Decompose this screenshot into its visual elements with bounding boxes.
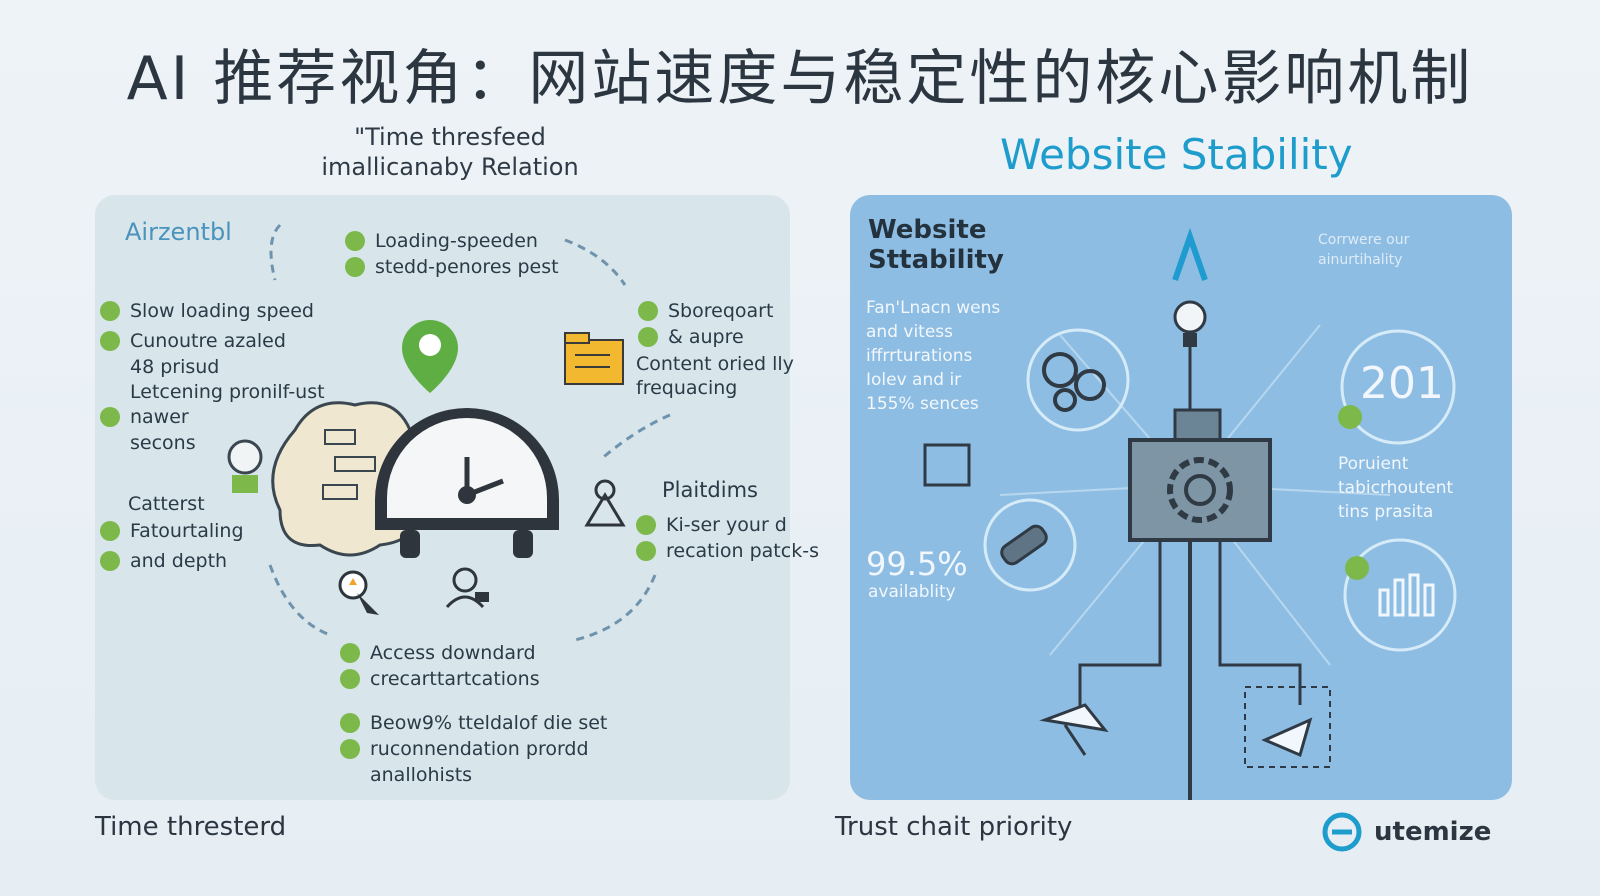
bullet-item: stedd-penores pest [345, 254, 559, 280]
bullet-item: Access downdard [340, 640, 540, 666]
availability-value: 99.5% [866, 545, 968, 583]
bullet-text: Letcening pronilf-ust [130, 381, 325, 403]
server-gear-icon [1078, 408, 1302, 800]
catterst-label: Catterst [128, 493, 205, 515]
bullet-item: Cunoutre azaled 48 prisud [100, 328, 340, 380]
stability-diagram-graphics [923, 227, 1457, 800]
orbit-circle [1340, 329, 1456, 445]
content-text: Content oried lly frequacing [636, 353, 794, 399]
bullet-dot [636, 515, 656, 535]
cycle-arrow [599, 413, 671, 462]
platforms-bullet-group: Ki-ser your d recation patck-s [636, 512, 819, 564]
bullet-item: recation patck-s [636, 538, 819, 564]
folder-icon [564, 332, 624, 385]
chevron-up-icon [1172, 227, 1208, 281]
bullet-dot [638, 327, 658, 347]
brand-logo: utemize [1318, 808, 1491, 856]
cycle-arrow [564, 238, 627, 286]
bullet-item: Beow9% tteldalof die set [340, 710, 760, 736]
orbit-circle [1343, 538, 1457, 652]
right-heading: Website Stability [1000, 130, 1353, 179]
bullet-item: Loading-speeden [345, 228, 559, 254]
panel-corner-label: Airzentbl [125, 218, 232, 246]
right-description: Poruient tabicrhoutent tins prasita [1338, 454, 1454, 522]
brand-name: utemize [1374, 817, 1492, 847]
bullet-dot [340, 739, 360, 759]
bottom2-bullet-group: Beow9% tteldalof die set ruconnendation … [340, 710, 760, 788]
bullet-item: Slow loading speed [100, 298, 340, 324]
panel-title: Website Sttability [868, 215, 1004, 275]
bullet-item: crecarttartcations [340, 666, 540, 692]
bullet-item: nawer secons [100, 404, 340, 456]
left-subtitle: "Time thresfeed imallicanaby Relation [321, 123, 579, 181]
availability-label: availablity [868, 582, 956, 602]
bullet-item: ruconnendation prordd anallohists [340, 736, 760, 788]
catterst-bullet-group: Fatourtaling and depth [100, 518, 244, 574]
bottom-bullet-group: Access downdard crecarttartcations [340, 640, 540, 692]
speed-diagram-graphics [227, 223, 671, 642]
left-bullet-group: Slow loading speed Cunoutre azaled 48 pr… [100, 298, 340, 456]
brand-logo-icon [1322, 812, 1362, 852]
airplane-icon [1261, 717, 1313, 758]
dashed-frame [1244, 686, 1331, 768]
right-footer: Trust chait priority [835, 812, 1073, 842]
stability-description: Fan'Lnacn wens and vitess iffrrturations… [866, 298, 1001, 414]
status-dot [1338, 405, 1362, 429]
orbit-circle [983, 498, 1077, 592]
bullet-dot [100, 551, 120, 571]
bullet-dot [345, 231, 365, 251]
bullet-item: Fatourtaling [100, 518, 244, 544]
bullet-dot [100, 331, 120, 351]
counter-value: 201 [1360, 358, 1444, 409]
monitor-icon [923, 443, 971, 487]
bar-chart-icon [1378, 573, 1435, 617]
bullet-item: Ki-ser your d [636, 512, 819, 538]
bullet-dot [340, 669, 360, 689]
page-title: AI 推荐视角：网站速度与稳定性的核心影响机制 [126, 44, 1474, 114]
orbit-circle [1026, 328, 1130, 432]
wrench-icon [1000, 524, 1048, 566]
location-pin-icon [402, 320, 458, 393]
left-footer: Time thresterd [95, 812, 287, 842]
bullet-dot [100, 407, 120, 427]
top-bullet-group: Loading-speeden stedd-penores pest [345, 228, 559, 280]
right-bullet-group: Sboreqoart & aupre [638, 298, 773, 350]
speedometer-icon [375, 408, 559, 558]
platforms-label: Plaitdims [662, 478, 758, 502]
cycle-arrow [574, 574, 657, 642]
bullet-dot [340, 713, 360, 733]
bullet-dot [100, 521, 120, 541]
bullet-dot [340, 643, 360, 663]
bullet-item: and depth [100, 548, 244, 574]
cycle-arrow [268, 564, 331, 637]
user-avatar-icon [227, 439, 263, 493]
gears-icon [1042, 352, 1106, 412]
platform-user-icon [584, 479, 626, 527]
bullet-dot [636, 541, 656, 561]
location-check-icon [338, 570, 379, 615]
airplane-icon [1039, 703, 1109, 756]
cycle-arrow [269, 223, 282, 281]
bullet-dot [345, 257, 365, 277]
status-dot [1345, 556, 1369, 580]
bullet-item: & aupre [638, 324, 773, 350]
lightbulb-icon [1173, 300, 1207, 410]
corner-note: Corrwere our ainurtihality [1318, 232, 1410, 268]
person-search-icon [445, 567, 489, 609]
bullet-item: Sboreqoart [638, 298, 773, 324]
bullet-dot [100, 301, 120, 321]
bullet-dot [638, 301, 658, 321]
